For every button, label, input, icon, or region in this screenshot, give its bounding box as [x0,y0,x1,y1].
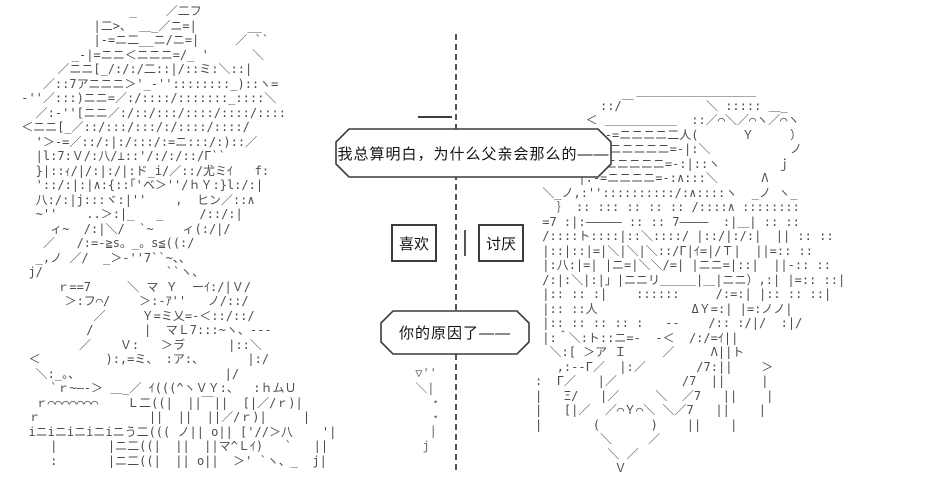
ascii-art-left-character: _ ／二フ |二>、 ＿_／ニ=| __ |-=ニ二__ニ/ニ=| ／ `` _… [21,4,337,468]
dialogue-box-main: 我总算明白，为什么父亲会那么的—— [335,128,612,178]
octagon-bubble-outline [380,310,530,355]
choice-dislike-label: 讨厌 [485,235,516,253]
dialogue-box-secondary: 你的原因了—— [380,310,530,355]
center-divider-line [455,34,457,470]
dialogue-text-secondary: 你的原因了—— [398,325,511,342]
dialogue-text-main: 我总算明白，为什么父亲会那么的—— [337,145,610,163]
ascii-art-center-fragments: ▽'' ＼| ・ ・ | j [415,366,442,453]
choice-button-like[interactable]: 喜欢 [391,224,437,262]
octagon-bubble-outline [335,128,612,178]
divider-short-bar [464,230,466,256]
choice-button-dislike[interactable]: 讨厌 [478,224,524,262]
horizontal-dash [418,116,452,118]
choice-like-label: 喜欢 [398,235,429,253]
